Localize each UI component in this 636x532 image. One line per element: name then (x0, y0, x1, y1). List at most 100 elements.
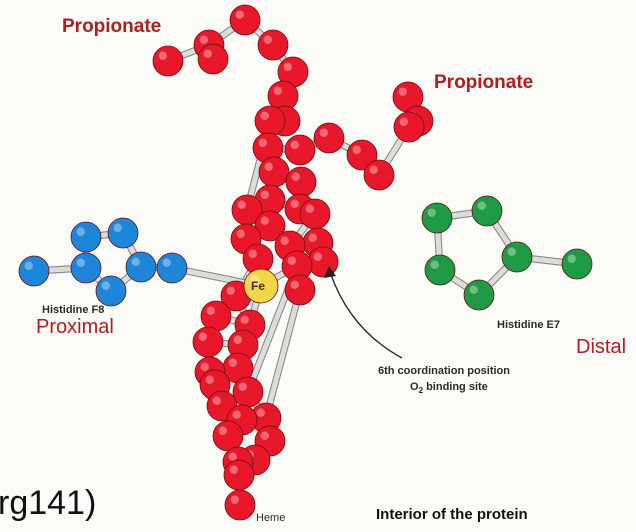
histidine-e7-atom-highlight (477, 201, 486, 210)
histidine-f8-atom-highlight (24, 261, 33, 270)
histidine-f8-atom (18, 255, 50, 287)
heme-atom (284, 134, 316, 166)
heme-atom (258, 156, 290, 188)
histidine-f8-atom (125, 251, 157, 283)
propionate-label-right: Propionate (434, 72, 534, 93)
heme-atom-highlight (352, 145, 361, 154)
interior-of-protein-label: Interior of the protein (376, 506, 528, 523)
sixth-coordination-label: 6th coordination position (378, 365, 510, 377)
heme-atom-highlight (205, 375, 214, 384)
heme-atom-highlight (399, 117, 408, 126)
heme-atom-highlight (158, 51, 167, 60)
histidine-f8-atom (95, 275, 127, 307)
histidine-f8-atom-highlight (76, 227, 85, 236)
heme-atom-highlight (240, 315, 249, 324)
heme-atom (229, 4, 261, 36)
histidine-f8-atom-highlight (131, 257, 140, 266)
heme-atom-highlight (206, 306, 215, 315)
heme-atom-highlight (290, 140, 299, 149)
histidine-f8-atom (70, 252, 102, 284)
heme-atom-highlight (248, 249, 257, 258)
heme-atom (363, 159, 395, 191)
heme-atom-highlight (237, 200, 246, 209)
heme-atom-highlight (226, 286, 235, 295)
heme-atom-highlight (256, 408, 265, 417)
heme-atom-highlight (232, 410, 241, 419)
heme-atom (346, 139, 378, 171)
histidine-e7-atom (561, 248, 593, 280)
heme-atom-highlight (319, 128, 328, 137)
heme-atom-highlight (287, 256, 296, 265)
heme-atom-highlight (229, 465, 238, 474)
histidine-e7-atom-highlight (427, 208, 436, 217)
heme-atom-highlight (263, 35, 272, 44)
proximal-label: Proximal (36, 316, 114, 338)
heme-atom-highlight (308, 233, 317, 242)
heme-atom-highlight (291, 172, 300, 181)
heme-atom-highlight (198, 332, 207, 341)
histidine-e7-atom (424, 254, 456, 286)
heme-atom (224, 489, 256, 521)
heme-atom-highlight (230, 495, 239, 504)
heme-atom-highlight (235, 10, 244, 19)
heme-atom-highlight (273, 86, 282, 95)
histidine-e7-atom-highlight (567, 254, 576, 263)
histidine-f8-atom-highlight (101, 281, 110, 290)
heme-atom-highlight (212, 396, 221, 405)
heme-atom (223, 459, 255, 491)
propionate-label-left: Propionate (62, 16, 162, 37)
heme-atom-highlight (228, 452, 237, 461)
heme-atom-highlight (218, 426, 227, 435)
bond-edge (262, 289, 298, 418)
histidine-f8-atom (156, 252, 188, 284)
heme-atom (299, 198, 331, 230)
heme-atom (200, 300, 232, 332)
heme-atom (232, 376, 264, 408)
o2-subscript: 2 (418, 386, 424, 396)
heme-atom (254, 210, 286, 242)
heme-atom (254, 105, 286, 137)
heme-label: Heme (256, 512, 286, 524)
distal-label: Distal (576, 336, 627, 358)
heme-atom (192, 326, 224, 358)
heme-atom (284, 274, 316, 306)
histidine-e7-atom-highlight (469, 285, 478, 294)
heme-atom-highlight (290, 199, 299, 208)
heme-atom (313, 122, 345, 154)
heme-atom-highlight (283, 62, 292, 71)
heme-atom-highlight (369, 165, 378, 174)
histidine-e7-atom-highlight (430, 260, 439, 269)
heme-atom-highlight (398, 87, 407, 96)
heme-atom-highlight (228, 358, 237, 367)
heme-atom-highlight (260, 431, 269, 440)
o2-binding-site-label: O2 binding site (410, 381, 488, 395)
heme-atom (212, 420, 244, 452)
iron-atom (243, 268, 279, 304)
fe-label: Fe (251, 279, 266, 293)
histidine-f8-atom (70, 221, 102, 253)
heme-atom (393, 111, 425, 143)
heme-atom-highlight (260, 216, 269, 225)
histidine-e7-atom (463, 279, 495, 311)
heme-atom-highlight (264, 162, 273, 171)
heme-atom-highlight (290, 280, 299, 289)
heme-atom-highlight (280, 236, 289, 245)
pointer-arrowhead (324, 266, 336, 278)
heme-atom-highlight (200, 362, 209, 371)
heme-atom (197, 43, 229, 75)
arg141-partial-label: rg141) (0, 484, 97, 522)
heme-atom (285, 166, 317, 198)
histidine-f8-atom-highlight (113, 223, 122, 232)
histidine-f8-atom-highlight (162, 258, 171, 267)
histidine-f8-atom (107, 217, 139, 249)
heme-atom-highlight (233, 335, 242, 344)
histidine-e7-atom-highlight (507, 247, 516, 256)
histidine-e7-atom (501, 241, 533, 273)
heme-atom (257, 29, 289, 61)
heme-atom-highlight (238, 382, 247, 391)
histidine-e7-atom (471, 195, 503, 227)
histidine-f8-label: Histidine F8 (42, 304, 105, 316)
bond-edge (268, 290, 304, 419)
heme-atom-highlight (199, 35, 208, 44)
